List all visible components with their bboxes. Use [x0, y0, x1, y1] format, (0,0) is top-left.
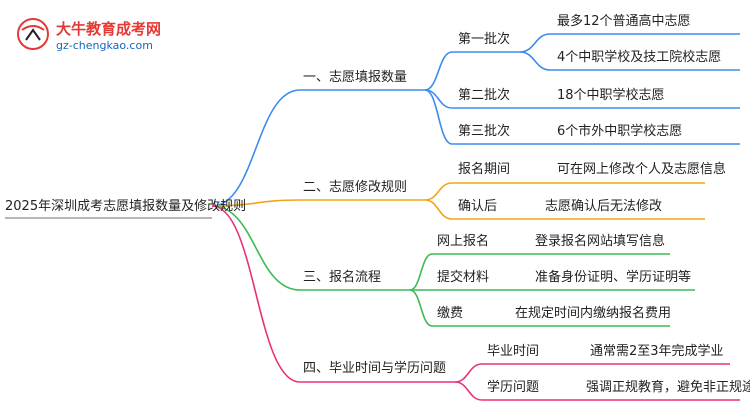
branch-1-child-1: 第一批次: [458, 32, 511, 47]
branch-3-label: 三、报名流程: [303, 270, 382, 285]
edge-branch-4-child-2: [454, 381, 483, 401]
edge-branch-1-child-3: [424, 89, 453, 145]
logo-icon: [17, 18, 49, 50]
branch-3-leaf-1: 登录报名网站填写信息: [535, 234, 666, 249]
edge-root-branch-1: [211, 89, 301, 207]
branch-2-child-2: 确认后: [458, 199, 498, 214]
branch-4-child-1: 毕业时间: [487, 344, 540, 359]
branch-1-child-3: 第三批次: [458, 124, 511, 139]
branch-2-label: 二、志愿修改规则: [303, 180, 408, 195]
branch-2-child-1: 报名期间: [458, 162, 511, 177]
edge-root-branch-3: [211, 205, 301, 291]
logo-subtitle: gz-chengkao.com: [56, 39, 153, 52]
root-node: 2025年深圳成考志愿填报数量及修改规则: [5, 199, 247, 214]
branch-3-child-2: 提交材料: [437, 270, 490, 285]
branch-3-child-3: 缴费: [437, 306, 464, 321]
branch-1-leaf-3: 18个中职学校志愿: [557, 88, 665, 103]
edge-branch-2-child-2: [424, 199, 453, 220]
branch-3-leaf-3: 在规定时间内缴纳报名费用: [515, 306, 672, 321]
edge-branch-3-child-1: [409, 253, 433, 291]
branch-1-leaf-4: 6个市外中职学校志愿: [557, 124, 683, 139]
branch-2-leaf-2: 志愿确认后无法修改: [545, 199, 663, 214]
edge-child-1-1-leaf-1: [519, 33, 551, 53]
branch-2-leaf-1: 可在网上修改个人及志愿信息: [557, 162, 727, 177]
branch-3-leaf-2: 准备身份证明、学历证明等: [535, 270, 692, 285]
branch-1-label: 一、志愿填报数量: [303, 70, 408, 85]
edge-branch-1-child-1: [424, 51, 453, 91]
branch-1-child-2: 第二批次: [458, 88, 511, 103]
branch-4-label: 四、毕业时间与学历问题: [303, 361, 447, 376]
edge-root-branch-2: [211, 199, 301, 207]
edge-branch-3-child-3: [409, 289, 433, 327]
edge-branch-2-child-1: [424, 182, 453, 201]
branch-4-child-2: 学历问题: [487, 380, 540, 395]
branch-4-leaf-2: 强调正规教育，避免非正规途径: [586, 380, 750, 395]
edge-child-1-1-leaf-2: [519, 51, 551, 71]
edge-branch-4-child-1: [454, 363, 483, 383]
branch-4-leaf-1: 通常需2至3年完成学业: [590, 344, 724, 359]
logo-title: 大牛教育成考网: [56, 20, 162, 38]
branch-3-child-1: 网上报名: [437, 234, 490, 249]
branch-1-leaf-1: 最多12个普通高中志愿: [557, 14, 691, 29]
branch-1-leaf-2: 4个中职学校及技工院校志愿: [557, 50, 722, 65]
edge-root-branch-4: [211, 205, 301, 383]
